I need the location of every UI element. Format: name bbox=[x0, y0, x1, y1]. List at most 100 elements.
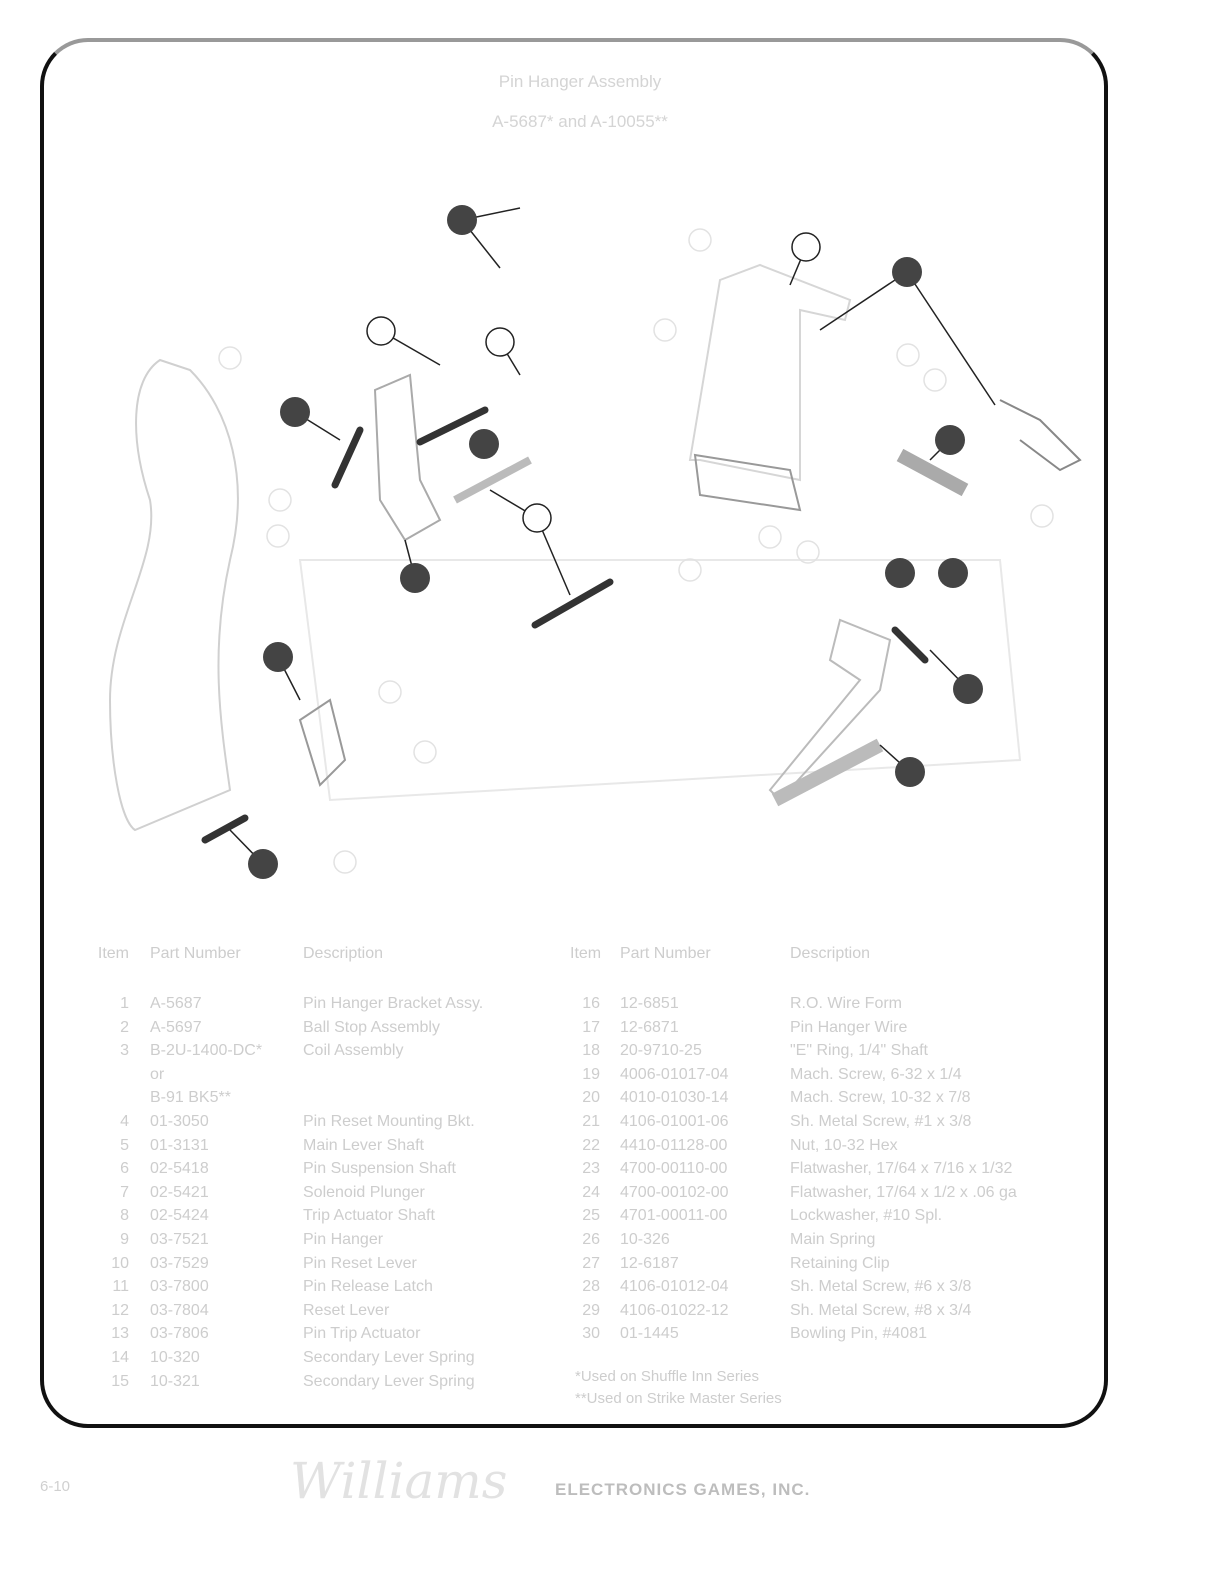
description-header: Description bbox=[303, 945, 384, 962]
table-row: 16 12-6851 R.O. Wire Form bbox=[570, 995, 1090, 1019]
item-header: Item bbox=[97, 945, 129, 962]
part-number-cell: 4106-01012-04 bbox=[620, 1278, 729, 1296]
shaft-outline bbox=[453, 456, 532, 504]
spring-2 bbox=[416, 406, 489, 446]
item-cell: 8 bbox=[120, 1207, 129, 1225]
callout-dark bbox=[263, 642, 293, 672]
description-cell: Mach. Screw, 10-32 x 7/8 bbox=[790, 1089, 971, 1107]
description-cell: Flatwasher, 17/64 x 7/16 x 1/32 bbox=[790, 1160, 1013, 1178]
callout-dark bbox=[400, 563, 430, 593]
description-cell: Solenoid Plunger bbox=[303, 1183, 425, 1201]
description-cell: Coil Assembly bbox=[303, 1042, 404, 1060]
callout-open bbox=[791, 232, 821, 262]
part-number-cell: 4006-01017-04 bbox=[620, 1065, 729, 1083]
description-cell: Pin Trip Actuator bbox=[303, 1325, 421, 1343]
item-cell: 13 bbox=[111, 1325, 129, 1343]
part-number-cell: 4410-01128-00 bbox=[620, 1136, 728, 1154]
callout-dark bbox=[248, 849, 278, 879]
part-number-cell: 4106-01001-06 bbox=[620, 1112, 729, 1130]
company-name: ELECTRONICS GAMES, INC. bbox=[555, 1480, 811, 1499]
item-cell: 26 bbox=[582, 1230, 600, 1248]
callout-dark bbox=[892, 257, 922, 287]
lever-outline bbox=[768, 618, 892, 802]
callout-dark bbox=[895, 757, 925, 787]
description-cell: Ball Stop Assembly bbox=[303, 1018, 440, 1036]
part-number-cell: 12-6187 bbox=[620, 1254, 679, 1272]
part-number-cell: 10-320 bbox=[150, 1348, 200, 1366]
part-number-cell: 12-6851 bbox=[620, 995, 679, 1012]
description-cell: Pin Hanger Wire bbox=[790, 1018, 908, 1036]
table-header: Item Part Number Description bbox=[95, 945, 545, 995]
callout-dark bbox=[935, 425, 965, 455]
table-row: 7 02-5421 Solenoid Plunger bbox=[95, 1184, 545, 1208]
part-number-cell: 01-1445 bbox=[620, 1325, 679, 1343]
plate-outline bbox=[693, 453, 802, 512]
footnote: *Used on Shuffle Inn Series bbox=[575, 1368, 760, 1385]
description-cell: Pin Suspension Shaft bbox=[303, 1160, 456, 1178]
part-number-header: Part Number bbox=[150, 945, 241, 962]
item-cell: 16 bbox=[582, 995, 600, 1012]
item-cell: 25 bbox=[582, 1207, 600, 1225]
bowling-pin-outline bbox=[108, 358, 239, 832]
callout-dark bbox=[447, 205, 477, 235]
table-row: or bbox=[95, 1066, 545, 1090]
exploded-diagram bbox=[108, 205, 1082, 879]
description-cell: Main Lever Shaft bbox=[303, 1136, 424, 1154]
spring-4 bbox=[201, 814, 249, 844]
description-cell: Pin Hanger bbox=[303, 1230, 384, 1248]
description-cell: Nut, 10-32 Hex bbox=[790, 1136, 898, 1154]
item-cell: 19 bbox=[582, 1065, 600, 1083]
part-number-cell: 03-7800 bbox=[150, 1278, 209, 1296]
lever-shaft-outline bbox=[771, 738, 884, 807]
description-header: Description bbox=[790, 945, 871, 962]
item-cell: 18 bbox=[582, 1042, 600, 1060]
part-number-cell: 02-5421 bbox=[150, 1183, 209, 1201]
part-number-cell: 01-3050 bbox=[150, 1112, 209, 1130]
part-number-cell: A-5687 bbox=[150, 995, 202, 1012]
item-cell: 6 bbox=[120, 1160, 129, 1178]
item-cell: 27 bbox=[582, 1254, 600, 1272]
description-cell: Sh. Metal Screw, #6 x 3/8 bbox=[790, 1278, 972, 1296]
callout-dark bbox=[280, 397, 310, 427]
description-cell: Flatwasher, 17/64 x 1/2 x .06 ga bbox=[790, 1183, 1017, 1201]
shaft2-outline bbox=[896, 448, 969, 497]
description-cell: R.O. Wire Form bbox=[790, 995, 902, 1012]
item-cell: 14 bbox=[111, 1348, 129, 1366]
page-number: 6-10 bbox=[40, 1478, 71, 1495]
base-plate-outline bbox=[298, 559, 1022, 802]
part-number-cell: 4700-00110-00 bbox=[620, 1160, 728, 1178]
description-cell: Secondary Lever Spring bbox=[303, 1372, 475, 1390]
item-cell: 7 bbox=[120, 1183, 129, 1201]
item-cell: 10 bbox=[111, 1254, 129, 1272]
part-number-cell: B-2U-1400-DC* bbox=[150, 1042, 263, 1060]
part-number-cell: A-5697 bbox=[150, 1018, 202, 1036]
description-cell: Secondary Lever Spring bbox=[303, 1348, 475, 1366]
item-cell: 30 bbox=[582, 1325, 600, 1343]
part-number-cell: 10-321 bbox=[150, 1372, 200, 1390]
footnotes: *Used on Shuffle Inn Series **Used on St… bbox=[575, 1366, 782, 1410]
callout-dark bbox=[885, 558, 915, 588]
bracket-outline bbox=[688, 263, 852, 482]
part-number-header: Part Number bbox=[620, 945, 711, 962]
description-cell: Trip Actuator Shaft bbox=[303, 1207, 435, 1225]
description-cell: Sh. Metal Screw, #1 x 3/8 bbox=[790, 1112, 972, 1130]
part-number-cell: 03-7529 bbox=[150, 1254, 209, 1272]
item-cell: 2 bbox=[120, 1018, 129, 1036]
page-subtitle: A-5687* and A-10055** bbox=[492, 112, 668, 131]
